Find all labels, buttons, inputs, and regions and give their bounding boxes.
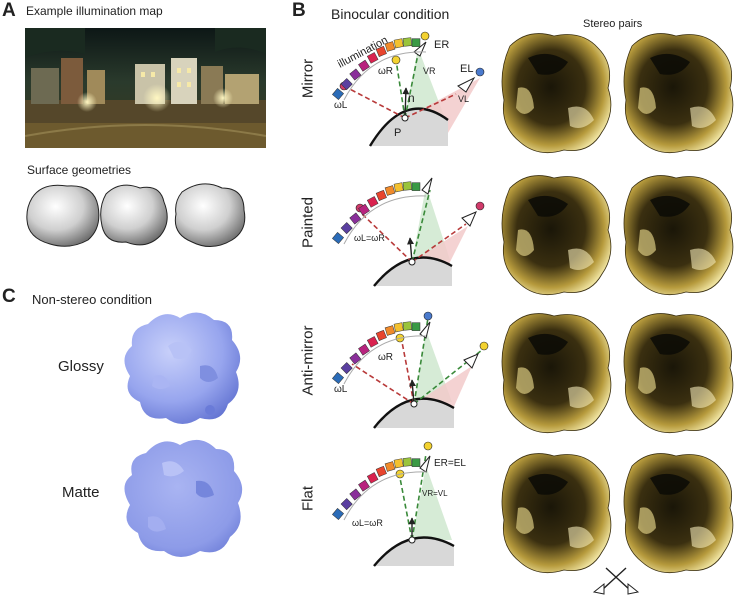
spectrum-swatch: [393, 322, 404, 333]
illumination-map-title: Example illumination map: [26, 4, 163, 18]
spectrum-swatch: [411, 38, 421, 47]
spectrum-swatch: [332, 508, 344, 520]
geometry-shape-2: [100, 184, 168, 246]
stereo-mirror-right: [623, 33, 734, 154]
omega-right-anti: ωR: [378, 352, 393, 363]
spectrum-swatch: [402, 181, 412, 191]
spectrum-swatch: [375, 189, 387, 201]
panel-letter-a: A: [2, 0, 16, 21]
stereo-pairs: [501, 33, 734, 574]
panel-letter-c: C: [2, 286, 16, 307]
diagram-anti-mirror: [351, 311, 489, 429]
spectrum-swatch: [384, 325, 396, 336]
omega-equal-flat: ωL=ωR: [352, 518, 383, 528]
spectrum-swatch: [358, 479, 370, 492]
spectrum-swatch: [340, 222, 353, 235]
diagram-painted: [355, 177, 485, 287]
spectrum-swatch: [366, 196, 379, 208]
spectrum-swatch: [349, 488, 362, 501]
eye-right-label: ER: [434, 39, 449, 51]
spectrum-swatch: [375, 45, 387, 57]
omega-left-anti: ωL: [334, 384, 348, 395]
illumination-arc: [343, 471, 427, 521]
stereo-anti-mirror-right: [623, 313, 734, 434]
non-stereo-title: Non-stereo condition: [32, 292, 152, 307]
spectrum-swatch: [366, 472, 379, 484]
spectrum-swatch: [366, 336, 379, 348]
glossy-label: Glossy: [58, 358, 104, 375]
glossy-blob: [124, 312, 241, 424]
view-left-label: VL: [458, 94, 469, 104]
spectrum-swatch: [384, 185, 396, 196]
omega-left-label: ωL: [334, 100, 348, 111]
geometry-shape-1: [26, 184, 100, 247]
spectrum-swatch: [384, 41, 396, 52]
spectrum-swatch: [402, 321, 412, 331]
spectrum-swatch: [332, 232, 344, 244]
matte-blob: [124, 439, 243, 557]
normal-label: n: [408, 91, 415, 105]
views-equal-label: VR=VL: [422, 489, 448, 498]
stereo-painted-right: [623, 175, 734, 296]
illumination-arc: [343, 51, 427, 101]
spectrum-swatch: [340, 362, 353, 375]
eye-left-label: EL: [460, 63, 473, 75]
illumination-spectrum-row-3: [332, 321, 427, 385]
illumination-map-image: [25, 28, 266, 148]
spectrum-swatch: [366, 52, 379, 64]
illumination-spectrum-row-1: [332, 37, 427, 101]
illumination-spectrum-row-2: [332, 181, 427, 245]
spectrum-swatch: [349, 212, 362, 225]
spectrum-swatch: [411, 458, 421, 467]
stereo-flat-right: [623, 453, 734, 574]
surface-geometries-title: Surface geometries: [27, 163, 132, 177]
spectrum-swatch: [332, 372, 344, 384]
view-right-label: VR: [423, 66, 436, 76]
spectrum-swatch: [332, 88, 344, 100]
spectrum-swatch: [349, 68, 362, 81]
spectrum-swatch: [358, 59, 370, 72]
stereo-pairs-title: Stereo pairs: [583, 18, 643, 30]
illumination-arc: [343, 195, 427, 245]
matte-label: Matte: [62, 484, 100, 501]
point-label: P: [394, 127, 401, 139]
panel-letter-b: B: [292, 0, 306, 21]
binocular-title: Binocular condition: [331, 6, 450, 22]
spectrum-swatch: [402, 457, 412, 467]
spectrum-swatch: [384, 461, 396, 472]
spectrum-swatch: [411, 322, 421, 331]
omega-equal-painted: ωL=ωR: [354, 233, 385, 243]
spectrum-swatch: [375, 465, 387, 477]
spectrum-swatch: [340, 498, 353, 511]
spectrum-swatch: [349, 352, 362, 365]
spectrum-swatch: [402, 37, 412, 47]
stereo-anti-mirror-left: [501, 313, 612, 434]
binocular-diagrams: illumination ER EL VR VL ωR ωL n P ωL=ωR…: [332, 31, 489, 567]
omega-right-label: ωR: [378, 66, 393, 77]
illumination-spectrum-row-4: [332, 457, 427, 521]
spectrum-swatch: [375, 329, 387, 341]
diagram-mirror: [339, 31, 485, 147]
geometry-shape-3: [174, 183, 246, 247]
spectrum-swatch: [393, 458, 404, 469]
spectrum-swatch: [358, 203, 370, 216]
spectrum-swatch: [340, 78, 353, 91]
diagram-flat: [373, 441, 455, 567]
stereo-flat-left: [501, 453, 612, 574]
surface-geometries: [26, 183, 246, 247]
eyes-equal-label: ER=EL: [434, 458, 466, 469]
spectrum-swatch: [393, 182, 404, 193]
cross-fusion-icon: [592, 567, 640, 595]
stereo-mirror-left: [501, 33, 612, 154]
stereo-painted-left: [501, 175, 612, 296]
spectrum-swatch: [393, 38, 404, 49]
illumination-arc: [343, 335, 427, 385]
spectrum-swatch: [358, 343, 370, 356]
spectrum-swatch: [411, 182, 421, 191]
